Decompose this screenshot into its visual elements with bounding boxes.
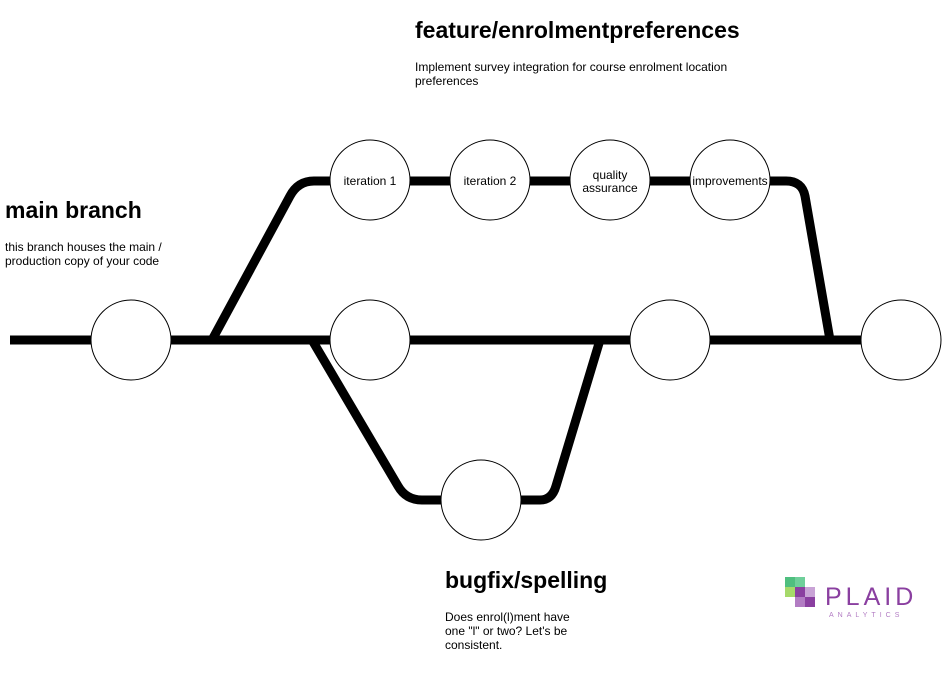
main-commit-node: [860, 299, 942, 381]
logo-wordmark: PLAID: [825, 583, 918, 611]
main-branch-title: main branch: [5, 197, 142, 223]
bugfix-branch-description: Does enrol(l)ment have one "l" or two? L…: [445, 610, 570, 652]
feature-commit-node: [689, 139, 771, 221]
logo-square: [795, 587, 805, 597]
logo-square: [805, 587, 815, 597]
main-commit-node: [90, 299, 172, 381]
feature-commit-node: [449, 139, 531, 221]
feature-branch-line: [208, 176, 835, 343]
logo-square: [795, 597, 805, 607]
feature-node-label: improvements: [692, 174, 767, 188]
feature-node-label: quality: [593, 168, 628, 182]
feature-node-label: iteration 2: [464, 174, 517, 188]
feature-commit-node: [329, 139, 411, 221]
logo-square: [785, 587, 795, 597]
bugfix-branch-title: bugfix/spelling: [445, 567, 608, 593]
feature-branch-description: Implement survey integration for course …: [415, 60, 728, 88]
feature-node-label: iteration 1: [344, 174, 397, 188]
logo-subtitle: ANALYTICS: [829, 612, 904, 619]
main-commit-node: [629, 299, 711, 381]
logo-square: [795, 577, 805, 587]
main-branch-description: this branch houses the main / production…: [5, 240, 162, 268]
feature-node-label: assurance: [582, 181, 638, 195]
logo-square: [805, 597, 815, 607]
plaid-analytics-logo: PLAID ANALYTICS: [785, 577, 925, 623]
bugfix-commit-node: [440, 459, 522, 541]
logo-square: [785, 577, 795, 587]
feature-branch-title: feature/enrolmentpreferences: [415, 17, 740, 43]
feature-commit-node: [569, 139, 651, 221]
main-commit-node: [329, 299, 411, 381]
